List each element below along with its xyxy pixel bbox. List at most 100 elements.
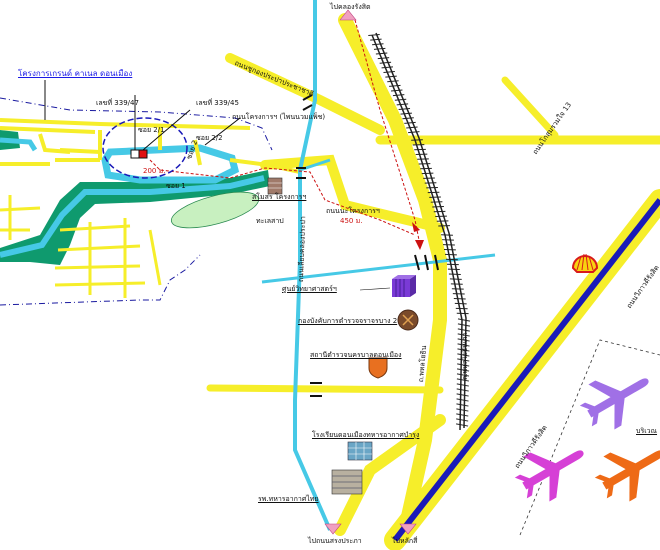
soi-22-label: ซอย 2/2: [196, 134, 223, 142]
building-icon-hospital: [331, 469, 363, 495]
arrow-down-icon: [324, 523, 342, 535]
airport-boundary: [519, 339, 660, 536]
airport-label: บริเวณ: [636, 427, 658, 435]
plot-339-47: [130, 149, 140, 159]
dist-450-label: 450 ม.: [340, 217, 363, 225]
rail-tie: [457, 318, 471, 322]
rail-tie: [456, 423, 469, 427]
lower-grid: [0, 195, 162, 298]
airplane-icon-magenta: [514, 450, 584, 502]
project-boundary: [0, 97, 273, 151]
rail-tie: [456, 373, 470, 377]
rail-tie: [381, 66, 394, 69]
to-laksi-label: ไปหลักสี่: [392, 537, 418, 545]
shield-icon: [368, 357, 388, 379]
rail-tie: [457, 343, 470, 347]
rail-tie: [456, 388, 469, 392]
expressway: [392, 198, 660, 542]
rail-tie: [370, 38, 382, 41]
rail-tie: [457, 363, 470, 367]
rail-tie: [457, 338, 470, 342]
building-icon-club: [267, 177, 283, 195]
rail-tie: [389, 84, 401, 87]
rail-tie: [457, 353, 470, 357]
route-arrow: [415, 240, 424, 250]
road-project-label: ถนนโครงการฯ (ไพนนวมแพ็ช): [232, 113, 326, 121]
rail-tie: [406, 126, 418, 129]
project-boundary-bottom: [0, 254, 201, 306]
rail-tie: [396, 103, 409, 106]
road-kan-label: ถนนนะโครงการฯ: [326, 207, 380, 215]
sci-center-label: ศูนย์วิทยาศาสตร์ฯ: [282, 285, 337, 293]
green-canal: [0, 170, 270, 265]
building-icon-school: [347, 441, 373, 461]
rail-tie: [456, 418, 469, 422]
phahon-b-label: ถ.พหลโยธินเก่า: [461, 332, 469, 380]
airplane-icon-purple: [579, 378, 649, 430]
rail-tie: [398, 108, 411, 111]
rail-tie: [456, 413, 469, 417]
rail-tie: [394, 98, 407, 101]
plot-b-label: เลขที่ 339/45: [196, 99, 239, 107]
inner-canal-ring: [101, 144, 240, 184]
rail-tie: [400, 112, 412, 115]
rail-tie: [368, 33, 380, 37]
rail-tie: [456, 383, 469, 387]
hospital-label: รพ.ทหารอากาศไทย: [258, 495, 319, 503]
rail-tie: [402, 117, 414, 120]
rail-tie: [457, 358, 470, 362]
rail-tie: [457, 348, 470, 352]
rail-tie: [456, 408, 469, 412]
rail-tie: [457, 323, 470, 327]
rail-tie: [372, 43, 384, 46]
police-label: กองบังคับการตำรวจจราจรบาง 2: [298, 317, 398, 325]
lake: [170, 191, 260, 229]
dm-police-label: สถานีตำรวจนครบาลดอนเมือง: [310, 351, 402, 359]
rail-tie: [456, 398, 469, 402]
plot-pointer-b: [142, 109, 191, 151]
road-pointer: [204, 117, 241, 146]
project-roads: [0, 118, 301, 174]
police-badge-icon: [397, 309, 419, 331]
rail-tie: [377, 57, 390, 60]
rail-tie: [456, 393, 469, 397]
route-arrow-2: [412, 222, 420, 232]
rail-tie: [373, 47, 386, 50]
rail-tie: [390, 89, 403, 92]
to-khlong-rangsit-label: ไปคลองรังสิต: [330, 3, 371, 11]
rail-tie: [379, 61, 392, 64]
rail-tie: [375, 52, 388, 55]
rail-tie: [456, 403, 469, 407]
arrow-down-icon-2: [399, 523, 417, 535]
plot-circle: [102, 117, 188, 179]
rail-tie: [457, 368, 470, 372]
rail-tie: [387, 80, 399, 83]
arrow-up-icon: [339, 9, 357, 21]
rail-tie: [456, 378, 469, 382]
project-label: โครงการเกรนด์ คาเนล ดอนเมือง: [18, 69, 133, 78]
rail-tie: [457, 333, 470, 337]
soi-21-label: ซอย 2/1: [138, 126, 165, 134]
rail-tie: [457, 328, 470, 332]
purple-box-icon: [392, 275, 416, 297]
soi-1-label: ซอย 1: [166, 182, 186, 190]
school-label: โรงเรียนดอนเมืองทหารอากาศบำรุง: [312, 431, 420, 439]
inner-canal: [0, 175, 265, 258]
to-songprapa-label: ไปถนนสรงประภา: [308, 537, 362, 545]
dist-200-label: 200 ม.: [143, 167, 166, 175]
rail-tie: [385, 75, 397, 78]
rail-tie: [404, 121, 416, 124]
lake-label: ทะเลสาป: [256, 217, 284, 225]
plot-339-45: [138, 149, 148, 159]
airplane-icon-orange: [594, 450, 660, 502]
left-canal: [0, 137, 38, 152]
bridges: [296, 94, 439, 397]
club-label: สโมสร โครงการฯ: [252, 193, 307, 201]
shell-logo-icon: [571, 253, 599, 273]
plot-a-label: เลขที่ 339/47: [96, 99, 139, 107]
rail-tie: [383, 71, 395, 74]
rail-tie: [392, 94, 405, 97]
sci-pointer: [359, 287, 391, 291]
